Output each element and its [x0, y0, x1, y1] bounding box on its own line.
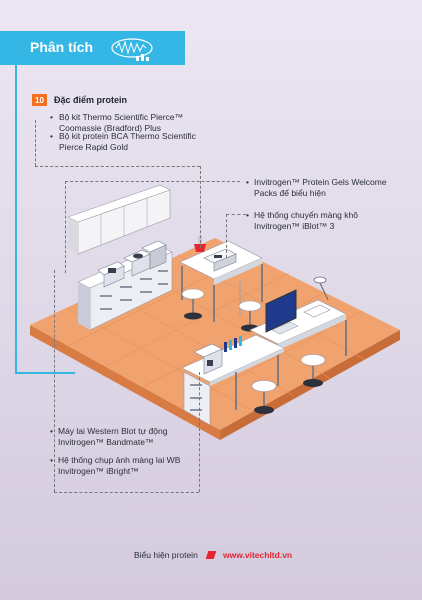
stool-1 [181, 288, 205, 320]
leader-line [226, 214, 227, 258]
instrument-ibright [141, 240, 167, 270]
desk-lamp [313, 276, 329, 301]
list-item-line: Invitrogen™ iBright™ [58, 465, 139, 476]
bench-front-front [210, 348, 284, 386]
website-link[interactable]: www.vitechltd.vn [223, 550, 293, 560]
stool-3 [300, 354, 326, 387]
leader-line [65, 181, 66, 273]
leader-line [200, 166, 201, 248]
list-item-line: Bộ kit Thermo Scientific Pierce™ [59, 112, 184, 122]
list-item-line: Pierce Rapid Gold [59, 141, 128, 152]
leader-line [226, 214, 246, 215]
bullet: • [50, 112, 53, 122]
leader-line [54, 492, 199, 493]
list-item: Hệ thống chuyển màng khô Invitrogen™ iBl… [254, 210, 358, 231]
flask [194, 244, 206, 252]
waveform-flask-icon [111, 38, 153, 61]
bullet: • [50, 426, 53, 436]
list-item-line: Coomassie (Bradford) Plus [59, 122, 162, 133]
header-bar [0, 31, 185, 65]
bullet: • [246, 210, 249, 220]
list-item: Bộ kit Thermo Scientific Pierce™ Coomass… [59, 112, 183, 133]
footer-label: Biểu hiện protein [134, 550, 198, 560]
wall-cabinet-side [68, 217, 78, 254]
list-item-line: Packs để biểu hiện [254, 187, 326, 198]
list-item-line: Máy lai Western Blot tự động [58, 426, 168, 436]
keyboard [271, 321, 299, 335]
tube-rack [224, 336, 242, 352]
bullet: • [246, 177, 249, 187]
leader-line [65, 181, 240, 182]
list-item-line: Hệ thống chuyển màng khô [254, 210, 358, 220]
list-item-line: Hệ thống chụp ảnh màng lai WB [58, 455, 181, 465]
page-title: Phân tích [30, 39, 94, 55]
leader-line [199, 372, 200, 492]
leader-line [54, 270, 55, 492]
desk-right-front [278, 314, 346, 350]
leader-line [35, 166, 200, 167]
instrument-iblot [203, 248, 237, 272]
bench-left-side [78, 282, 90, 330]
list-item: Hệ thống chụp ảnh màng lai WB Invitrogen… [58, 455, 180, 476]
bullet: • [50, 455, 53, 465]
list-item-line: Bộ kit protein BCA Thermo Scientific [59, 131, 196, 141]
list-item: Bộ kit protein BCA Thermo Scientific Pie… [59, 131, 196, 152]
instrument-bandmate [97, 261, 125, 288]
section-number-badge: 10 [32, 94, 47, 106]
floor-side-left [30, 325, 220, 440]
frame-line-bottom [15, 372, 75, 374]
leader-line [35, 120, 36, 166]
section-title: Đặc điểm protein [54, 95, 128, 105]
printer [303, 304, 331, 318]
frame-line-left [15, 65, 17, 373]
list-item-line: Invitrogen™ iBlot™ 3 [254, 220, 335, 231]
bench-middle-front [214, 258, 262, 285]
stool-4 [251, 380, 277, 414]
bullet: • [50, 131, 53, 141]
list-item-line: Invitrogen™ Protein Gels Welcome [254, 177, 387, 187]
list-item-line: Invitrogen™ Bandmate™ [58, 436, 154, 447]
list-item: Invitrogen™ Protein Gels Welcome Packs đ… [254, 177, 387, 198]
instrument-imager [193, 343, 223, 375]
list-item: Máy lai Western Blot tự động Invitrogen™… [58, 426, 167, 447]
